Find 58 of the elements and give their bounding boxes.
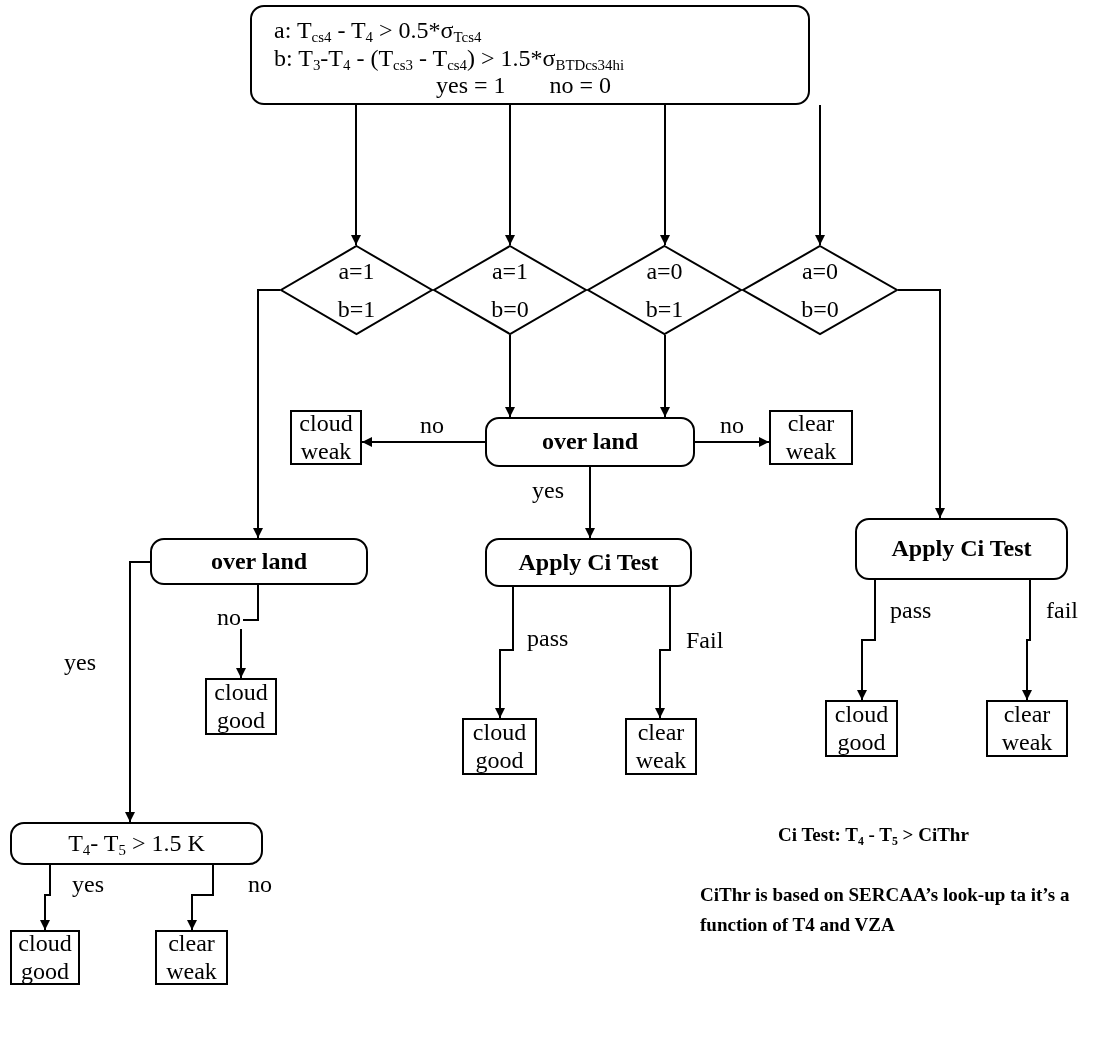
condition-text: a=1 b=0 [490,256,530,324]
legend-text: no = 0 [549,72,612,100]
arrow [815,104,825,246]
node-text: cloud good [833,700,890,757]
arrow [660,334,670,418]
node-text: cloud good [471,718,528,775]
node-text: Apply Ci Test [518,548,659,577]
arrow [495,586,514,719]
arrow [1022,579,1032,701]
result-box [10,930,80,985]
node-text: clear weak [634,718,688,775]
node-text: over land [541,428,639,456]
result-box [205,678,277,735]
decision-box [150,538,368,585]
result-box [625,718,697,775]
process-box [855,518,1068,580]
arrow [187,864,214,931]
condition-text: a=1 b=1 [336,256,377,324]
process-box [485,538,692,587]
node-text: clear weak [784,409,838,466]
formula-box [250,5,810,105]
result-box [825,700,898,757]
note-text: Ci Test: T$_{4}$ - T$_{5}$ > CiThr [778,823,969,850]
node-text: cloud good [213,678,269,735]
result-box [155,930,228,985]
arrow [505,334,515,418]
result-box [290,410,362,465]
condition-text: a=0 b=0 [800,256,840,324]
arrow [253,289,281,539]
arrow [655,586,671,719]
condition-text: a=0 b=1 [644,256,685,324]
node-text: cloud good [17,929,73,986]
decision-box [485,417,695,467]
node-text: cloud weak [298,409,354,466]
node-text: clear weak [1000,700,1054,757]
condition-text: a: T$_{cs4}$ - T$_{4}$ > 0.5*σ$_{Tcs4}$ [274,17,482,45]
node-text: clear weak [165,929,218,986]
node-text: Apply Ci Test [891,535,1032,563]
node-text: over land [210,547,308,576]
node-text: T$_{4}$- T$_{5}$ > 1.5 K [68,829,205,858]
arrow [694,437,770,447]
arrow [585,466,595,539]
note-text: CiThr is based on SERCAA’s look-up ta it’s a function of T4 and VZA [700,883,1071,938]
arrow [857,579,876,701]
arrow [897,289,945,519]
arrow [361,437,486,447]
arrow [660,104,670,246]
arrow [236,584,259,679]
result-box [986,700,1068,757]
legend-text: yes = 1 [436,72,506,100]
condition-text: b: T$_{3}$-T$_{4}$ - (T$_{cs3}$ - T$_{cs4}$) > 1.5*σ$_{BTDcs34hi}$ [274,44,625,73]
result-box [769,410,853,465]
condition-box [10,822,263,865]
result-box [462,718,537,775]
arrow [505,104,515,246]
arrow [125,561,151,823]
arrow [40,864,51,931]
arrow [351,104,361,246]
